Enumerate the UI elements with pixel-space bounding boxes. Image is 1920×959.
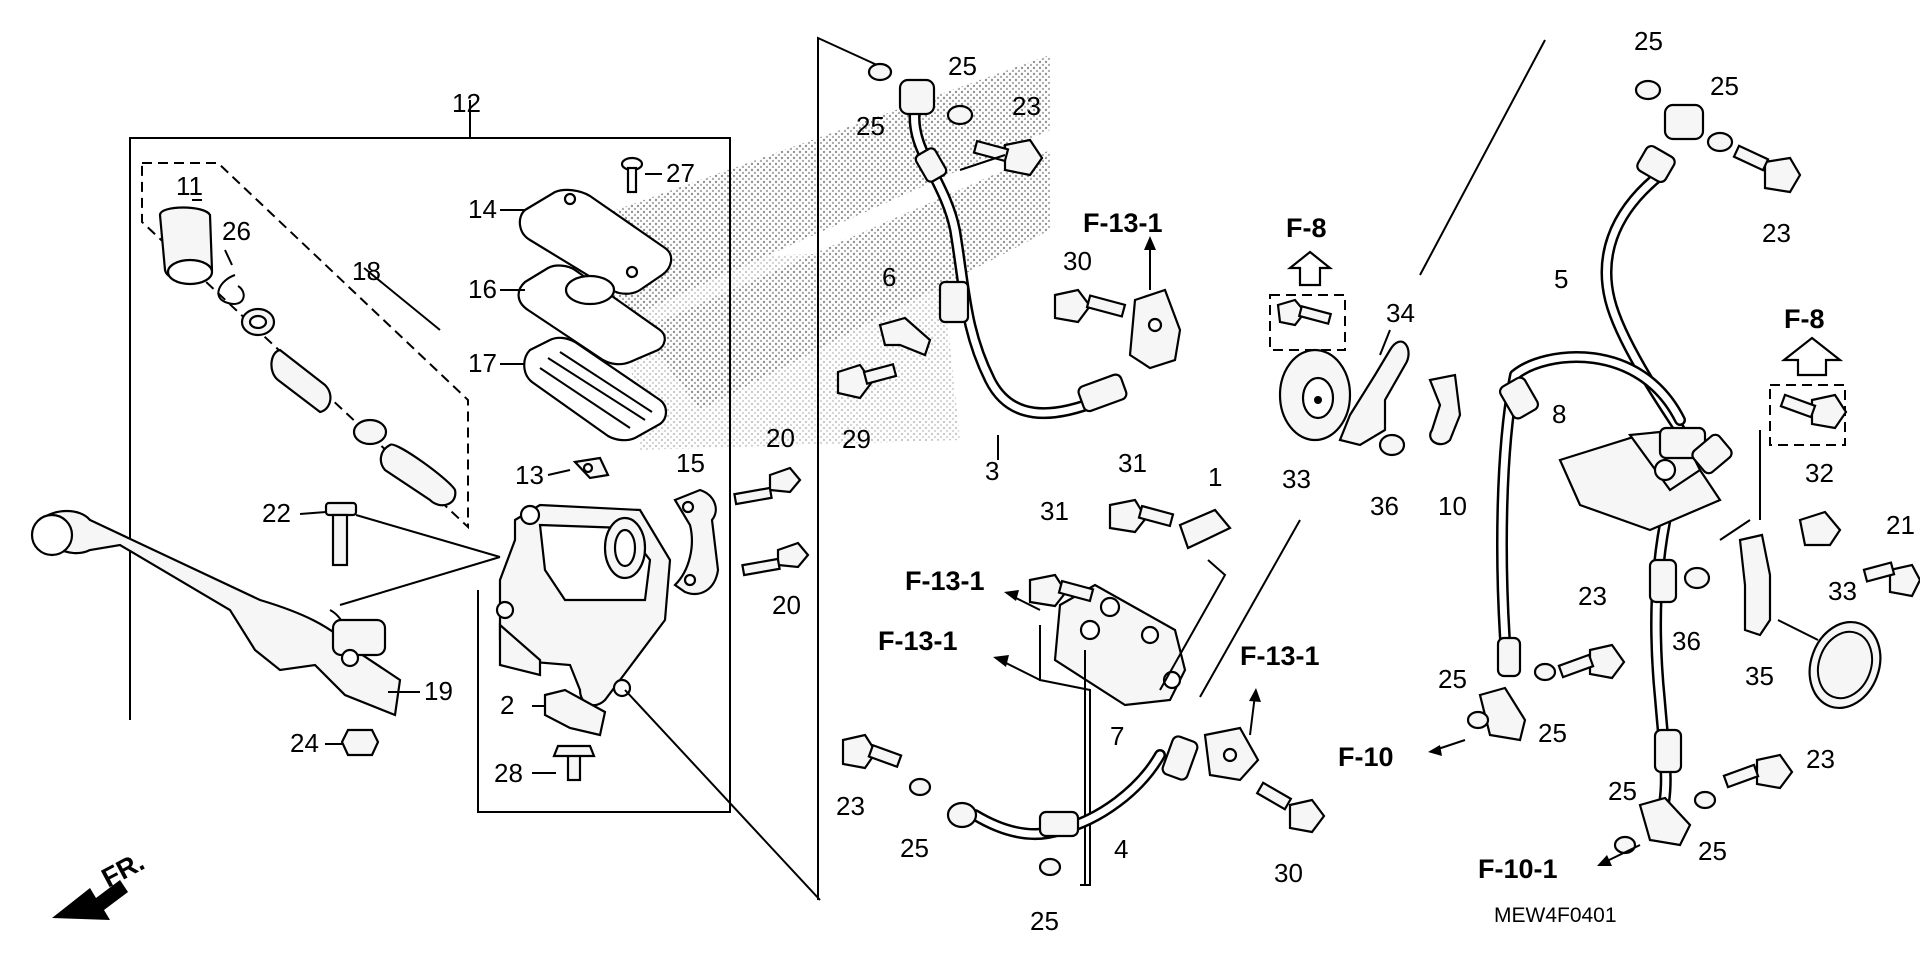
label-28: 28 <box>494 758 523 788</box>
label-25j: 25 <box>1030 906 1059 936</box>
label-12: 12 <box>452 88 481 118</box>
label-25h: 25 <box>1698 836 1727 866</box>
label-15: 15 <box>676 448 705 478</box>
label-17: 17 <box>468 348 497 378</box>
label-5: 5 <box>1554 264 1568 294</box>
right-hose-group <box>1428 79 1920 866</box>
label-16: 16 <box>468 274 497 304</box>
cover-screw <box>620 156 644 194</box>
label-31a: 31 <box>1118 448 1147 478</box>
center-hose-group <box>841 498 1326 886</box>
part-labels: 1 2 3 4 5 6 7 8 10 11 12 13 14 15 16 17 … <box>176 26 1915 936</box>
label-27: 27 <box>666 158 695 188</box>
label-10: 10 <box>1438 491 1467 521</box>
watermark-pattern <box>560 55 1050 450</box>
pivot-bolt <box>324 501 501 606</box>
dust-boot <box>158 206 214 286</box>
label-30a: 30 <box>1063 246 1092 276</box>
ref-f13-1-right: F-13-1 <box>1240 641 1320 671</box>
label-25a: 25 <box>856 111 885 141</box>
label-33b: 33 <box>1828 576 1857 606</box>
master-cylinder-group <box>30 100 821 901</box>
upper-hose-group <box>817 36 1182 900</box>
leader-lines <box>299 154 1006 774</box>
label-24: 24 <box>290 728 319 758</box>
label-31b: 31 <box>1040 496 1069 526</box>
label-23c: 23 <box>1578 581 1607 611</box>
grommet-group <box>1269 39 1546 457</box>
up-reference-arrow-icon <box>1286 250 1334 287</box>
label-13: 13 <box>515 460 544 490</box>
label-6: 6 <box>882 262 896 292</box>
ref-f10: F-10 <box>1338 742 1394 772</box>
label-4: 4 <box>1114 834 1128 864</box>
label-25g: 25 <box>1608 776 1637 806</box>
label-22: 22 <box>262 498 291 528</box>
front-direction-arrow-icon <box>52 880 128 920</box>
ref-f10-1: F-10-1 <box>1478 854 1558 884</box>
label-25c: 25 <box>1634 26 1663 56</box>
label-18: 18 <box>352 256 381 286</box>
label-32: 32 <box>1805 458 1834 488</box>
ref-f8-right: F-8 <box>1784 304 1825 334</box>
label-20b: 20 <box>772 590 801 620</box>
label-3: 3 <box>985 456 999 486</box>
reference-labels: F-13-1 F-13-1 F-13-1 F-13-1 F-8 F-8 F-10… <box>97 208 1825 927</box>
label-25e: 25 <box>1438 664 1467 694</box>
label-33a: 33 <box>1282 464 1311 494</box>
label-23e: 23 <box>836 791 865 821</box>
brake-lever <box>30 509 402 717</box>
handlebar-holder <box>673 488 720 596</box>
reservoir-plate <box>523 336 668 442</box>
label-36a: 36 <box>1370 491 1399 521</box>
diagram-code: MEW4F0401 <box>1494 904 1617 927</box>
label-8: 8 <box>1552 399 1566 429</box>
label-34: 34 <box>1386 298 1415 328</box>
ref-f8-left: F-8 <box>1286 213 1327 243</box>
piston-set <box>240 307 457 507</box>
label-14: 14 <box>468 194 497 224</box>
label-20a: 20 <box>766 423 795 453</box>
label-35: 35 <box>1745 661 1774 691</box>
ref-f13-1-mid: F-13-1 <box>905 566 985 596</box>
label-7: 7 <box>1110 721 1124 751</box>
label-2: 2 <box>500 690 514 720</box>
diaphragm <box>517 264 666 366</box>
label-36b: 36 <box>1672 626 1701 656</box>
label-23a: 23 <box>1012 91 1041 121</box>
ref-f13-1-left: F-13-1 <box>878 626 958 656</box>
label-21: 21 <box>1886 510 1915 540</box>
label-30b: 30 <box>1274 858 1303 888</box>
brake-switch-2 <box>543 688 607 782</box>
label-23d: 23 <box>1806 744 1835 774</box>
label-11: 11 <box>176 171 203 201</box>
label-25d: 25 <box>1710 71 1739 101</box>
label-25i: 25 <box>900 833 929 863</box>
master-cylinder-body <box>495 503 821 901</box>
label-19: 19 <box>424 676 453 706</box>
up-reference-arrow-icon <box>1780 336 1844 377</box>
nut-24 <box>340 728 380 757</box>
reservoir-cover <box>518 188 673 295</box>
label-1: 1 <box>1208 462 1222 492</box>
brake-switch-13 <box>572 456 610 480</box>
label-25b: 25 <box>948 51 977 81</box>
ref-f13-1-top: F-13-1 <box>1083 208 1163 238</box>
label-23b: 23 <box>1762 218 1791 248</box>
label-29: 29 <box>842 424 871 454</box>
circlip <box>217 274 245 305</box>
label-25f: 25 <box>1538 718 1567 748</box>
holder-bolts <box>733 466 810 577</box>
front-direction-label: FR. <box>97 846 149 893</box>
label-26: 26 <box>222 216 251 246</box>
